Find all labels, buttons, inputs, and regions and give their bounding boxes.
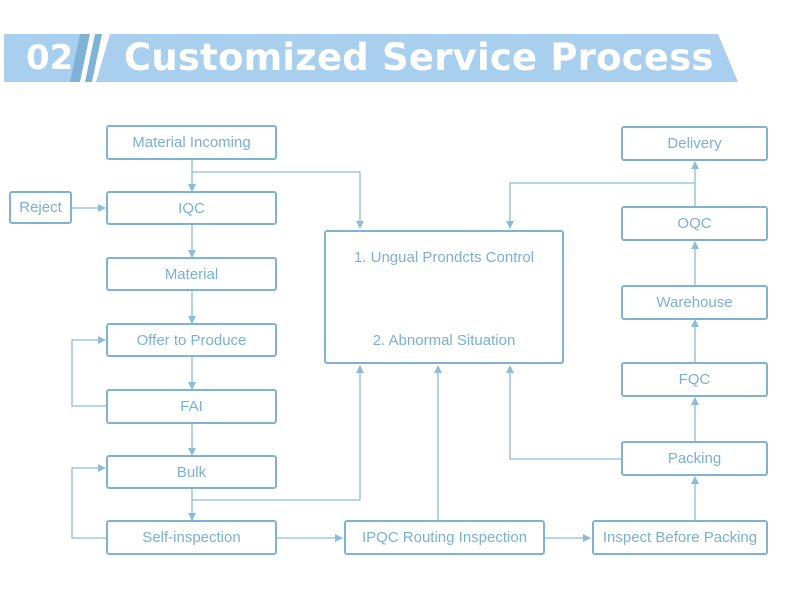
step-bulk: Bulk <box>106 455 277 489</box>
step-label: Material <box>164 265 219 283</box>
step-label: Warehouse <box>656 294 733 311</box>
arrow-incoming-to-control <box>192 171 364 229</box>
step-oqc: OQC <box>621 206 768 241</box>
step-label: Bulk <box>176 463 207 481</box>
step-label: Inspect Before Packing <box>602 529 758 546</box>
step-label: Material Incoming <box>132 134 251 151</box>
step-warehouse: Warehouse <box>621 285 768 320</box>
step-fqc: FQC <box>621 362 768 397</box>
step-ipqc-routing-inspection: IPQC Routing Inspection <box>344 520 545 555</box>
step-label: OQC <box>677 215 712 232</box>
control-line-1: 1. Ungual Prondcts Control <box>353 249 535 266</box>
banner-stripe <box>85 34 102 82</box>
step-label: FAI <box>180 398 203 415</box>
page-title: Customized Service Process <box>124 36 714 79</box>
control-box: 1. Ungual Prondcts Control 2. Abnormal S… <box>324 230 564 364</box>
step-inspect-before-packing: Inspect Before Packing <box>592 520 768 555</box>
step-label: Offer to Produce <box>136 331 247 349</box>
step-material-incoming: Material Incoming <box>106 125 277 160</box>
step-packing: Packing <box>621 441 768 476</box>
step-self-inspection: Self-inspection <box>106 520 277 555</box>
step-delivery: Delivery <box>621 126 768 161</box>
step-fai: FAI <box>106 389 277 424</box>
step-offer-to-produce: Offer to Produce <box>106 323 277 357</box>
banner-number-shape <box>4 34 86 82</box>
loop-fai-to-offer <box>71 336 107 407</box>
step-label: Self-inspection <box>142 529 241 546</box>
banner <box>4 34 738 82</box>
banner-stripe <box>70 34 90 82</box>
step-iqc: IQC <box>106 191 277 225</box>
step-label: IQC <box>178 199 205 217</box>
step-label: Packing <box>667 450 722 467</box>
step-material: Material <box>106 257 277 291</box>
step-label: Reject <box>19 199 62 216</box>
banner-title-shape <box>96 34 738 82</box>
step-label: IPQC Routing Inspection <box>361 529 528 546</box>
step-label: Delivery <box>667 135 722 152</box>
arrow-delivery-to-control <box>506 182 695 229</box>
section-number: 02 <box>26 38 74 78</box>
step-label: FQC <box>678 371 711 388</box>
step-reject: Reject <box>9 191 72 224</box>
loop-selfinspection-to-bulk <box>71 464 107 539</box>
arrow-bulk-to-control <box>192 365 364 501</box>
control-line-2: 2. Abnormal Situation <box>372 332 516 349</box>
arrow-packing-to-control <box>506 365 622 460</box>
